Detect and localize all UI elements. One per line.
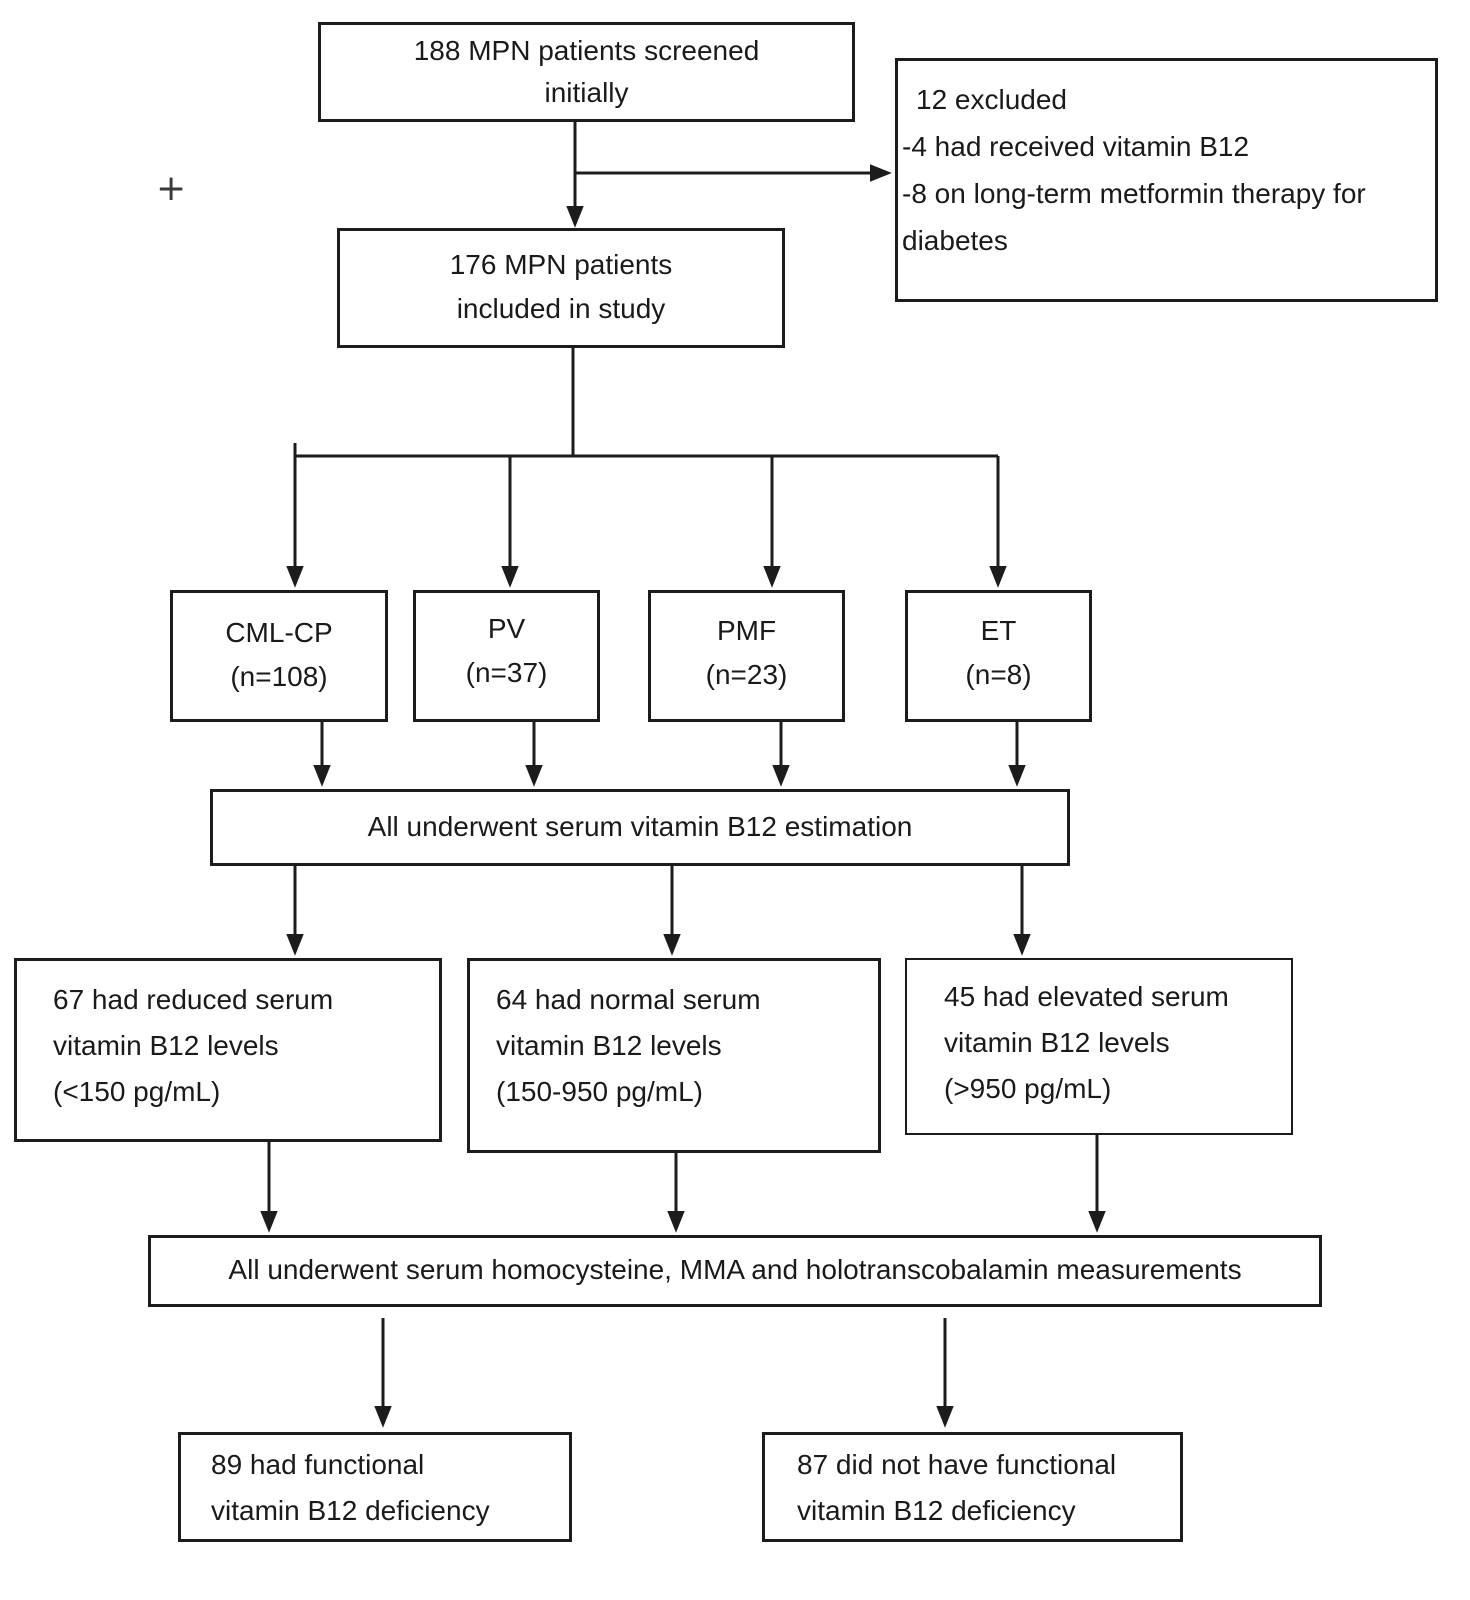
node-text-line: (150-950 pg/mL) <box>496 1076 704 1107</box>
node-measurements: All underwent serum homocysteine, MMA an… <box>148 1235 1322 1307</box>
node-text-line: included in study <box>456 293 666 324</box>
node-text-line: PV <box>487 613 526 644</box>
node-text-line: 176 MPN patients <box>449 249 673 280</box>
node-text-line: vitamin B12 levels <box>944 1027 1170 1058</box>
node-functional-deficiency: 89 had functional vitamin B12 deficiency <box>178 1432 572 1542</box>
node-text-line: vitamin B12 levels <box>496 1030 722 1061</box>
node-text-line: 188 MPN patients screened <box>413 35 760 66</box>
node-text-line: 45 had elevated serum <box>944 981 1229 1012</box>
node-text-line: All underwent serum vitamin B12 estimati… <box>367 811 913 842</box>
node-text-line: -8 on long-term metformin therapy for <box>902 178 1366 209</box>
node-text-line: CML-CP <box>225 617 333 648</box>
node-text-line: -4 had received vitamin B12 <box>902 131 1250 162</box>
node-text-line: PMF <box>716 615 777 646</box>
node-cml-cp: CML-CP (n=108) <box>170 590 388 722</box>
node-text-line: 12 excluded <box>916 84 1068 115</box>
node-no-functional-deficiency: 87 did not have functional vitamin B12 d… <box>762 1432 1183 1542</box>
node-text-line: (n=108) <box>230 661 328 692</box>
node-text-line: (<150 pg/mL) <box>53 1076 221 1107</box>
node-text-line: (n=23) <box>705 659 788 690</box>
node-text-line: vitamin B12 levels <box>53 1030 279 1061</box>
node-pmf: PMF (n=23) <box>648 590 845 722</box>
stray-plus-mark: + <box>156 168 187 209</box>
node-text-line: All underwent serum homocysteine, MMA an… <box>228 1254 1242 1285</box>
node-text-line: ET <box>980 615 1017 646</box>
node-text-line: 89 had functional <box>211 1449 425 1480</box>
node-text-line: (>950 pg/mL) <box>944 1073 1112 1104</box>
node-screened: 188 MPN patients screened initially <box>318 22 855 122</box>
node-elevated-b12: 45 had elevated serum vitamin B12 levels… <box>905 958 1293 1135</box>
node-normal-b12: 64 had normal serum vitamin B12 levels (… <box>467 958 881 1153</box>
node-text-line: 67 had reduced serum <box>53 984 334 1015</box>
node-text-line: vitamin B12 deficiency <box>211 1495 490 1526</box>
node-reduced-b12: 67 had reduced serum vitamin B12 levels … <box>14 958 442 1142</box>
node-text-line: diabetes <box>902 225 1008 256</box>
node-text-line: initially <box>544 77 629 108</box>
node-text-line: 87 did not have functional <box>797 1449 1117 1480</box>
node-b12-estimation: All underwent serum vitamin B12 estimati… <box>210 789 1070 866</box>
node-text-line: vitamin B12 deficiency <box>797 1495 1076 1526</box>
node-et: ET (n=8) <box>905 590 1092 722</box>
node-included: 176 MPN patients included in study <box>337 228 785 348</box>
node-text-line: (n=8) <box>965 659 1032 690</box>
node-excluded: 12 excluded -4 had received vitamin B12 … <box>895 58 1438 302</box>
node-pv: PV (n=37) <box>413 590 600 722</box>
node-text-line: 64 had normal serum <box>496 984 761 1015</box>
distribution-line <box>293 443 998 458</box>
node-text-line: (n=37) <box>465 657 548 688</box>
